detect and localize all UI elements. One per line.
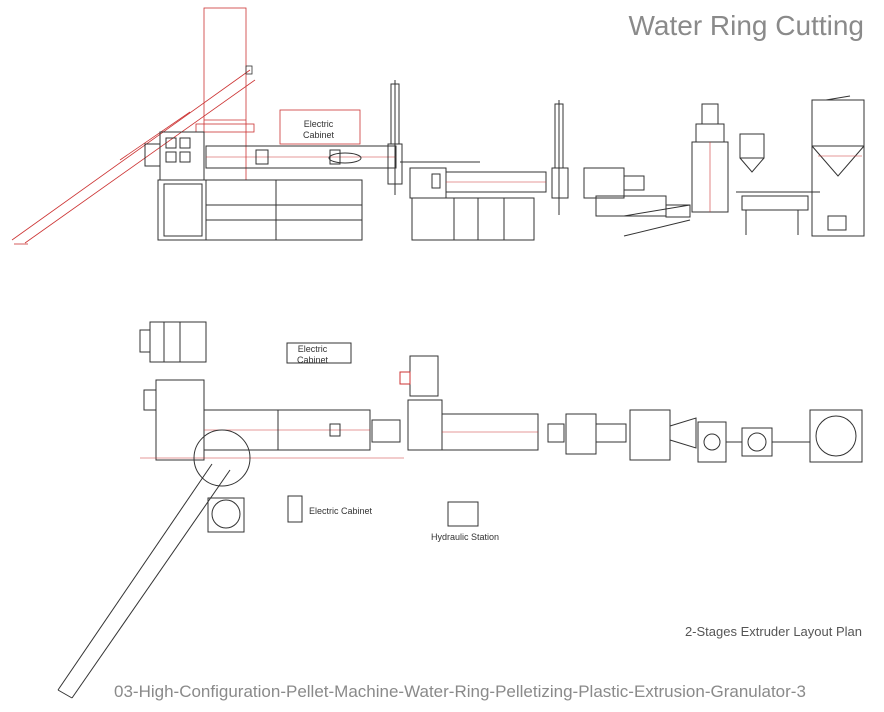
plan-water-tank xyxy=(629,409,697,461)
plan-silo xyxy=(772,409,863,463)
side-electric-cabinet-label: Electric Cabinet xyxy=(303,119,334,141)
plan-feed-conveyor xyxy=(57,463,231,699)
electric-cabinet-label: Electric Cabinet xyxy=(309,506,373,516)
plan-second-stage xyxy=(399,355,539,451)
hydraulic-station-box xyxy=(447,501,479,527)
side-second-extruder xyxy=(400,161,547,241)
side-electric-cabinet-line2: Cabinet xyxy=(303,130,335,140)
plan-electric-cabinet-label: Electric Cabinet xyxy=(297,344,328,366)
plan-screen-changer xyxy=(371,419,401,443)
side-dewatering-machine xyxy=(691,103,765,213)
side-view xyxy=(11,7,865,245)
page-title: Water Ring Cutting xyxy=(628,10,865,41)
plan-pelletizer xyxy=(547,413,627,455)
plan-dewatering xyxy=(697,421,742,463)
footer-caption: 03-High-Configuration-Pellet-Machine-Wat… xyxy=(114,682,806,701)
side-hopper-frame xyxy=(195,7,255,181)
side-electric-cabinet-line1: Electric xyxy=(303,119,334,129)
side-storage-silo xyxy=(811,95,865,237)
plan-motor xyxy=(139,321,207,363)
side-vibrating-screen xyxy=(736,191,820,235)
layout-plan-label: 2-Stages Extruder Layout Plan xyxy=(684,624,862,639)
plan-gearbox xyxy=(143,379,205,461)
plan-force-feeder xyxy=(193,429,251,533)
side-first-extruder xyxy=(144,109,397,241)
hydraulic-station-label: Hydraulic Station xyxy=(431,532,500,542)
plan-vibrating-screen xyxy=(741,427,773,457)
plan-electric-cabinet-line2: Cabinet xyxy=(297,355,329,365)
small-electric-cabinet-box xyxy=(287,495,303,523)
plan-first-barrel xyxy=(140,409,404,459)
side-screen-changer-2 xyxy=(551,100,569,215)
plan-view xyxy=(57,321,863,699)
side-screen-changer xyxy=(387,80,403,195)
side-feed-conveyor xyxy=(11,69,256,245)
side-pelletizer xyxy=(583,167,691,237)
plan-electric-cabinet-box xyxy=(286,342,352,364)
plan-electric-cabinet-line1: Electric xyxy=(297,344,328,354)
